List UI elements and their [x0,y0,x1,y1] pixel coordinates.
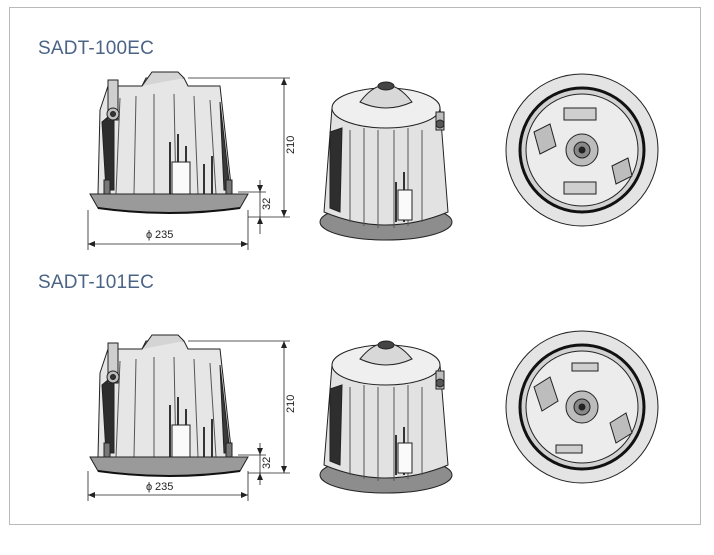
perspective-view-drawing-1 [319,81,453,241]
diameter-symbol: ϕ [146,229,152,241]
height-dimension-label: 210 [285,136,297,154]
model-panel-1: 210 32 ϕ 235 [80,71,680,292]
diameter-dimension-label: 235 [155,481,173,493]
side-view-drawing-2: 210 32 ϕ 235 [87,334,297,501]
height-dimension-label: 210 [285,395,297,413]
perspective-view-drawing-2 [319,340,453,494]
top-view-drawing-2 [505,330,659,484]
top-view-drawing-1 [505,73,659,227]
diameter-dimension-label: 235 [155,229,173,241]
model-title-2: SADT-101EC [38,272,155,293]
model-title-1: SADT-100EC [38,38,155,59]
side-view-drawing-1: 210 32 ϕ 235 [87,71,297,250]
model-panel-2: 210 32 ϕ 235 [80,330,680,555]
diameter-symbol: ϕ [146,481,152,493]
flange-dimension-label: 32 [261,198,273,210]
flange-dimension-label: 32 [261,457,273,469]
